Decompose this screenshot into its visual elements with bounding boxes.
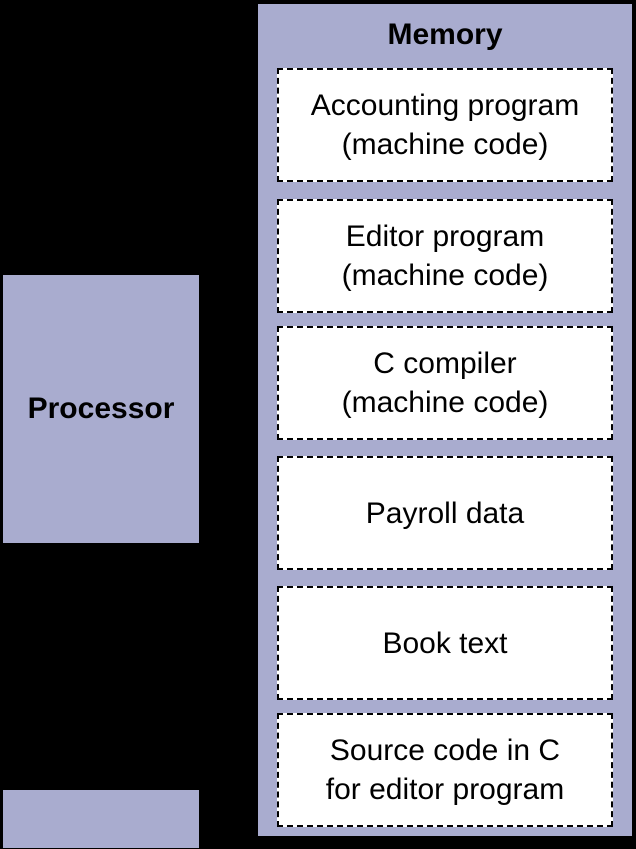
memory-slot-editor-program: Editor program (machine code) (277, 199, 613, 313)
memory-box: Memory Accounting program (machine code)… (256, 2, 634, 838)
memory-slot-label: C compiler (machine code) (341, 347, 549, 419)
memory-slot-label: Accounting program (machine code) (310, 89, 580, 161)
memory-slot-c-compiler: C compiler (machine code) (277, 326, 613, 440)
memory-title: Memory (387, 18, 503, 51)
memory-slot-accounting-program: Accounting program (machine code) (277, 68, 613, 182)
memory-slot-book-text: Book text (277, 586, 613, 700)
processor-label: Processor (27, 392, 175, 425)
memory-slot-label: Payroll data (365, 496, 525, 530)
memory-slot-label: Source code in C for editor program (325, 734, 565, 806)
processor-box: Processor (2, 274, 200, 544)
memory-slot-source-code: Source code in C for editor program (277, 713, 613, 827)
memory-slot-payroll-data: Payroll data (277, 456, 613, 570)
memory-slot-label: Book text (382, 626, 508, 660)
lower-device-box (2, 789, 200, 849)
memory-slot-label: Editor program (machine code) (341, 220, 549, 292)
